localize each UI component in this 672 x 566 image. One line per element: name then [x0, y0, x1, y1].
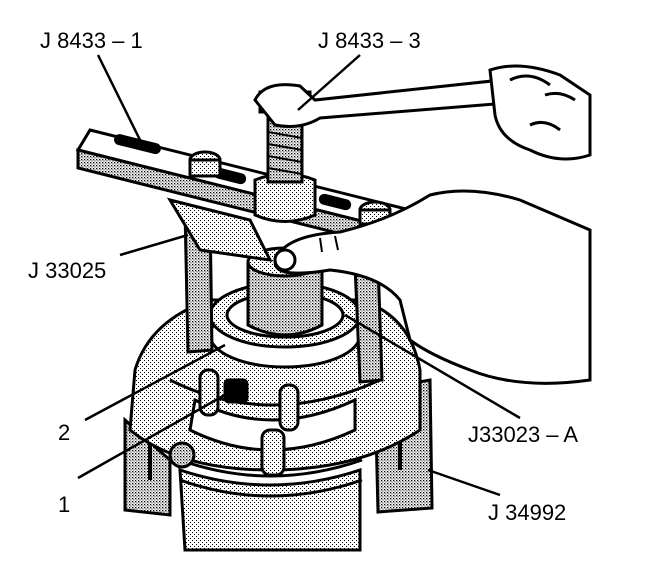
callout-j33025: J 33025 — [28, 258, 106, 283]
callout-j34992: J 34992 — [488, 500, 566, 525]
callout-j33023-a: J33023 – A — [468, 422, 578, 447]
callout-part-2: 2 — [58, 420, 70, 445]
leader-lines — [77, 54, 521, 497]
callout-j8433-3: J 8433 – 3 — [318, 28, 421, 53]
hand-upper — [488, 64, 592, 161]
callout-j8433-1: J 8433 – 1 — [40, 28, 143, 53]
callout-part-1: 1 — [58, 492, 70, 517]
wrench — [253, 76, 527, 128]
puller-bridge — [75, 128, 412, 262]
hand-lower — [273, 189, 592, 385]
